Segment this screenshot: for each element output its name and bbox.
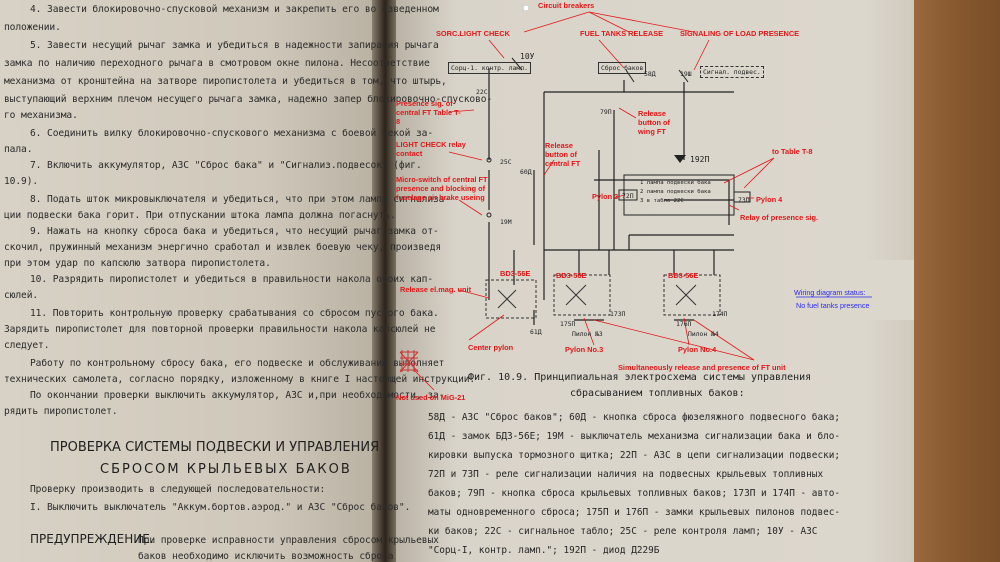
text-line: 10.9). <box>4 176 39 187</box>
annotation-pylon3: Pylon 3 <box>592 192 619 201</box>
text-line: 8. Подать шток микровыключателя и убедит… <box>30 194 451 205</box>
label-22s: 22С <box>476 88 488 96</box>
annotation-simultaneously: Simultaneously release and presence of F… <box>618 363 786 372</box>
text-line: I. Выключить выключатель "Аккум.бортов.а… <box>30 502 411 513</box>
label-bd3-center: BD3-56E <box>500 269 531 278</box>
text-line: 4. Завести блокировочно-спусковой механи… <box>30 4 439 15</box>
annotation-pylon-no3: Pylon No.3 <box>565 345 604 354</box>
legend-line: баков; 79П - кнопка сброса крыльевых топ… <box>428 488 841 499</box>
legend-line: 61Д - замок БДЗ-56Е; 19М - выключатель м… <box>428 431 841 442</box>
wiring-diagram <box>399 4 872 391</box>
text-line: положении. <box>4 22 61 33</box>
text-line: 7. Включить аккумулятор, АЗС "Сброс бака… <box>30 160 422 171</box>
label-173p: 173П <box>610 310 626 318</box>
label-79p: 79П <box>600 108 612 116</box>
book-gutter <box>372 0 396 562</box>
annotation-light-check-relay: LIGHT CHECK relay contact <box>396 140 466 158</box>
annotation-release-button-central: Release button of central FT <box>545 141 581 168</box>
text-line: 9. Нажать на кнопку сброса бака и убедит… <box>30 226 439 237</box>
legend-line: 58Д - АЗС "Сброс баков"; 60Д - кнопка сб… <box>428 412 841 423</box>
annotation-center-pylon: Center pylon <box>468 343 514 352</box>
label-19sh: 19Ш <box>680 70 692 78</box>
annotation-presence-central-ft: Presence sig. of central FT Table T-8 <box>396 99 461 126</box>
text-line: скочил, пружинный механизм энергично сра… <box>4 242 442 253</box>
annotation-release-button-wing: Release button of wing FT <box>638 109 671 136</box>
text-line: пала. <box>4 144 33 155</box>
sorc-box: Сорц-1. контр. ламп. <box>448 62 531 74</box>
right-page-edge <box>826 260 916 320</box>
legend-line: 72П и 73П - реле сигнализации наличия на… <box>428 469 824 480</box>
label-176p: 176П <box>676 320 692 328</box>
text-line: Зарядить пиропистолет для повторной пров… <box>4 324 436 335</box>
section-heading: СБРОСОМ КРЫЛЬЕВЫХ БАКОВ <box>100 462 352 477</box>
wooden-desk <box>914 0 1000 562</box>
figure-caption: сбрасыванием топливных баков: <box>570 388 745 399</box>
left-page <box>0 0 378 562</box>
label-58d: 58Д <box>644 70 656 78</box>
annotation-not-used: Not used on MiG-21 <box>396 393 466 402</box>
wiring-status-label: Wiring diagram status: <box>794 288 866 297</box>
label-73p: 73П <box>738 196 750 204</box>
text-line: технических самолета, согласно порядку, … <box>4 374 476 385</box>
text-line: выступающий верхним плечом несущего рыча… <box>4 94 493 105</box>
text-line: По окончании проверки выключить аккумуля… <box>30 390 445 401</box>
annotation-micro-switch: Micro-switch of central FT presence and … <box>396 175 488 202</box>
warning-word: ПРЕДУПРЕЖДЕНИЕ. <box>30 532 154 546</box>
text-line: следует. <box>4 340 50 351</box>
signal-box: Сигнал. подвес. <box>700 66 764 78</box>
annotation-release-el-mag: Release el.mag. unit <box>400 285 472 294</box>
text-line: баков необходимо исключить возможность с… <box>138 551 394 562</box>
label-192p: 192П <box>690 155 710 164</box>
text-line: го механизма. <box>4 110 78 121</box>
text-line: механизма от кронштейна на затворе пироп… <box>4 76 447 87</box>
label-19m: 19М <box>500 218 512 226</box>
text-line: при этом удар по капсюлю затвора пиропис… <box>4 258 271 269</box>
label-25s: 25С <box>500 158 512 166</box>
section-heading: ПРОВЕРКА СИСТЕМЫ ПОДВЕСКИ И УПРАВЛЕНИЯ <box>50 440 380 455</box>
annotation-sorc-light-check: SORC.LIGHT CHECK <box>436 29 510 38</box>
label-174p: 174П <box>712 310 728 318</box>
annotation-pylon4: Pylon 4 <box>756 195 783 204</box>
legend-line: маты одновременного сброса; 175П и 176П … <box>428 507 841 518</box>
wiring-status-value: No fuel tanks presence <box>796 301 870 310</box>
legend-line: ки баков; 22С - сигнальное табло; 25С - … <box>428 526 818 537</box>
text-line: рядить пиропистолет. <box>4 406 118 417</box>
annotation-circuit-breakers: Circuit breakers <box>538 1 595 10</box>
legend-line: "Сорц-I, контр. ламп."; 192П - диод Д229… <box>428 545 660 556</box>
label-10u: 10У <box>520 52 535 61</box>
table-row: 1 лампа подвески бака <box>640 180 711 186</box>
text-line: 10. Разрядить пиропистолет и убедиться в… <box>30 274 433 285</box>
figure-caption: Фиг. 10.9. Принципиальная электросхема с… <box>468 372 812 383</box>
label-bd3-pylon4: BD3-56E <box>668 271 699 280</box>
table-row: 3 в табло 22С <box>640 198 684 204</box>
label-60d: 60Д <box>520 168 532 176</box>
sbros-box: Сброс баков <box>598 62 647 74</box>
annotation-to-table-t8: to Table T-8 <box>772 147 813 156</box>
label-bd3-pylon3: BD3-56E <box>556 271 587 280</box>
annotation-signaling-load: SIGNALING OF LOAD PRESENCE <box>680 29 800 38</box>
label-pylon-n3: Пилон №3 <box>572 330 603 338</box>
table-row: 2 лампа подвески бака <box>640 189 711 195</box>
annotation-relay-presence: Relay of presence sig. <box>740 213 819 222</box>
label-175p: 175П <box>560 320 576 328</box>
label-61d: 61Д <box>530 328 542 336</box>
text-line: Работу по контрольному сбросу бака, его … <box>30 358 445 369</box>
annotation-pylon-no4: Pylon No.4 <box>678 345 717 354</box>
text-line: сюлей. <box>4 290 39 301</box>
text-line: замка по наличию переходного рычага в см… <box>4 58 430 69</box>
label-pylon-n4: Пилон №4 <box>688 330 719 338</box>
text-line: При проверке исправности управления сбро… <box>138 535 439 546</box>
legend-line: кировки выпуска тормозного щитка; 22П - … <box>428 450 841 461</box>
annotation-fuel-tanks-release: FUEL TANKS RELEASE <box>580 29 664 38</box>
text-line: Проверку производить в следующей последо… <box>30 484 326 495</box>
text-line: 11. Повторить контрольную проверку сраба… <box>30 308 439 319</box>
text-line: ции подвески бака горит. При отпускании … <box>4 210 396 221</box>
text-line: 6. Соединить вилку блокировочно-спусково… <box>30 128 433 139</box>
text-line: 5. Завести несущий рычаг замка и убедить… <box>30 40 439 51</box>
label-72p: 72П <box>622 192 634 200</box>
